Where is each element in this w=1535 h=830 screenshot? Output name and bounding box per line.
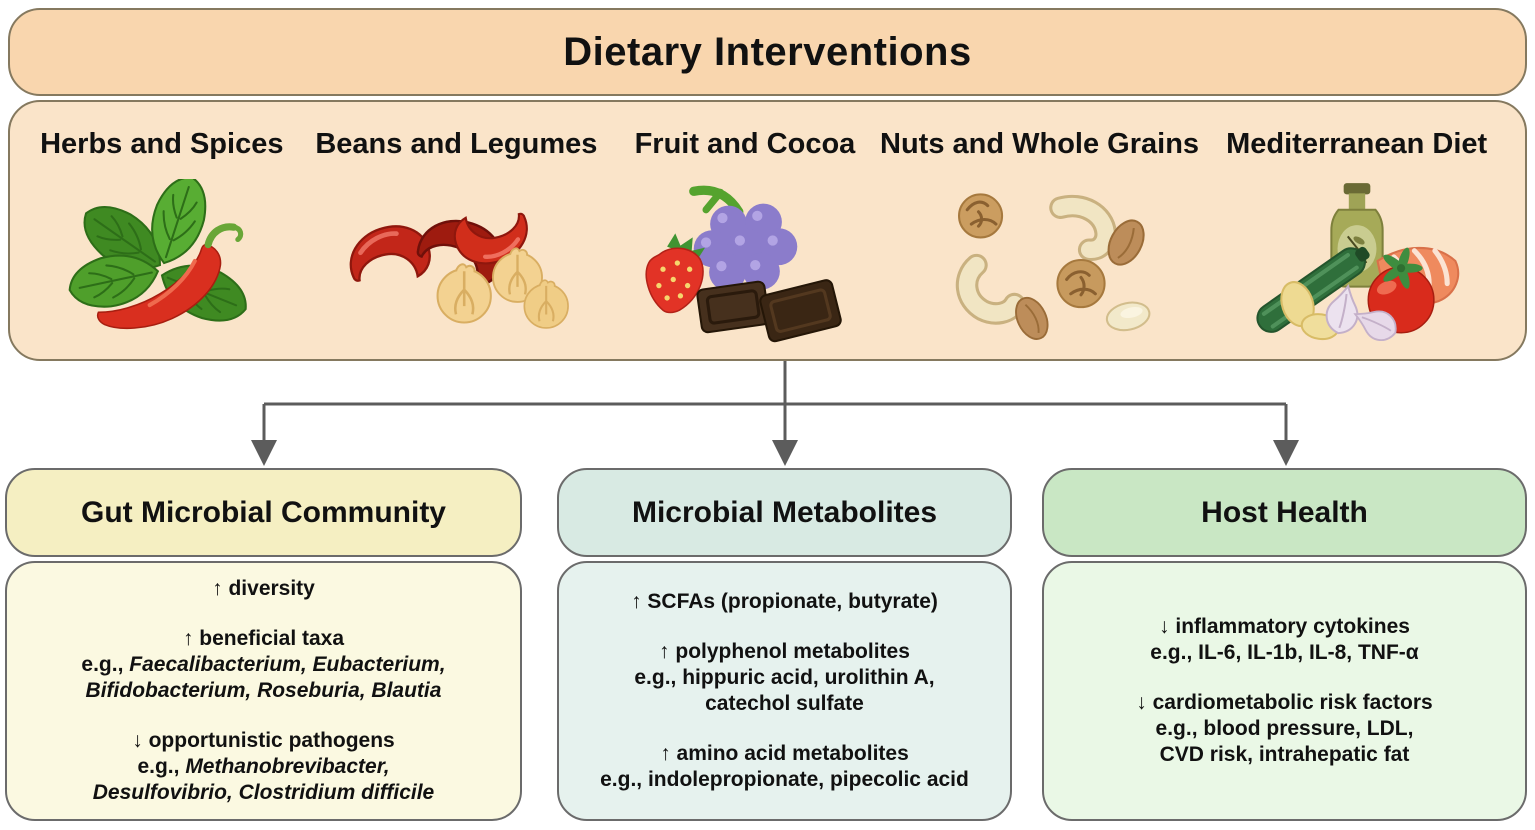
text-line: ↓ inflammatory cytokines: [1159, 615, 1410, 638]
text-line: e.g., blood pressure, LDL,: [1155, 717, 1414, 740]
text-line: Desulfovibrio, Clostridium difficile: [92, 781, 435, 804]
text-line: ↑ SCFAs (propionate, butyrate): [631, 590, 938, 613]
box-title: Host Health: [1201, 495, 1368, 529]
text-paragraph: ↑ amino acid metabolites e.g., indoleprop…: [600, 741, 969, 793]
text-paragraph: ↑ SCFAs (propionate, butyrate): [631, 589, 938, 615]
text-line: ↓ cardiometabolic risk factors: [1136, 691, 1433, 714]
text-line: ↑ amino acid metabolites: [660, 742, 909, 765]
box-title: Gut Microbial Community: [80, 495, 446, 529]
box-body-host-health: ↓ inflammatory cytokines e.g., IL-6, IL-1…: [1042, 561, 1527, 821]
text-paragraph: ↑ diversity: [212, 576, 315, 602]
text-paragraph: ↑ polyphenol metabolites e.g., hippuric a…: [634, 639, 934, 717]
text-paragraph: ↓ cardiometabolic risk factors e.g., bloo…: [1136, 690, 1432, 768]
mixed-nuts-icon: [914, 163, 1166, 359]
text-line: ↑ beneficial taxa: [182, 627, 345, 650]
box-body-microbial-metabolites: ↑ SCFAs (propionate, butyrate) ↑ polyphen…: [557, 561, 1012, 821]
title-banner: Dietary Interventions: [8, 8, 1527, 96]
text-line: CVD risk, intrahepatic fat: [1159, 743, 1410, 766]
text-paragraph: ↑ beneficial taxa e.g., Faecalibacterium,…: [81, 626, 445, 704]
food-category-label: Beans and Legumes: [315, 128, 598, 160]
food-category-beans-and-legumes: Beans and Legumes: [308, 102, 606, 359]
text-line: e.g., IL-6, IL-1b, IL-8, TNF-α: [1150, 641, 1419, 664]
food-panel: Herbs and Spices: [8, 100, 1527, 361]
text-line: catechol sulfate: [705, 692, 864, 715]
olive-oil-vegetables-fish-icon: [1231, 163, 1483, 359]
food-category-mediterranean-diet: Mediterranean Diet: [1194, 102, 1519, 359]
box-header-host-health: Host Health: [1042, 468, 1527, 557]
box-header-microbial-metabolites: Microbial Metabolites: [557, 468, 1012, 557]
text-line: ↑ polyphenol metabolites: [659, 640, 910, 663]
diagram-title: Dietary Interventions: [563, 29, 972, 74]
text-line: e.g., hippuric acid, urolithin A,: [634, 666, 935, 689]
food-category-fruit-and-cocoa: Fruit and Cocoa: [605, 102, 885, 359]
box-title: Microbial Metabolites: [631, 495, 938, 529]
text-line: Bifidobacterium, Roseburia, Blautia: [85, 679, 442, 702]
outcome-box-gut-microbial-community: Gut Microbial Community ↑ diversity ↑ ben…: [5, 468, 522, 821]
box-header-gut-microbial-community: Gut Microbial Community: [5, 468, 522, 557]
outcome-box-microbial-metabolites: Microbial Metabolites ↑ SCFAs (propionat…: [557, 468, 1012, 821]
text-line: e.g., Methanobrevibacter,: [137, 755, 390, 778]
outcome-box-host-health: Host Health ↓ inflammatory cytokines e.g.…: [1042, 468, 1527, 821]
kidney-beans-and-chickpeas-icon: [330, 163, 582, 359]
basil-and-chili-icon: [36, 163, 288, 359]
strawberry-grapes-chocolate-icon: [619, 163, 871, 359]
food-category-label: Fruit and Cocoa: [634, 128, 856, 160]
food-category-herbs-and-spices: Herbs and Spices: [16, 102, 308, 359]
text-paragraph: ↓ opportunistic pathogens e.g., Methanobr…: [93, 728, 435, 806]
text-paragraph: ↓ inflammatory cytokines e.g., IL-6, IL-1…: [1150, 614, 1418, 666]
food-category-label: Mediterranean Diet: [1226, 128, 1488, 160]
food-category-nuts-and-whole-grains: Nuts and Whole Grains: [880, 102, 1199, 359]
text-line: e.g., Faecalibacterium, Eubacterium,: [81, 653, 446, 676]
food-category-label: Nuts and Whole Grains: [880, 128, 1200, 160]
box-body-gut-microbial-community: ↑ diversity ↑ beneficial taxa e.g., Faecal…: [5, 561, 522, 821]
text-line: e.g., indolepropionate, pipecolic acid: [600, 768, 969, 791]
text-line: ↑ diversity: [212, 577, 315, 600]
food-category-label: Herbs and Spices: [40, 128, 284, 160]
text-line: ↓ opportunistic pathogens: [132, 729, 395, 752]
